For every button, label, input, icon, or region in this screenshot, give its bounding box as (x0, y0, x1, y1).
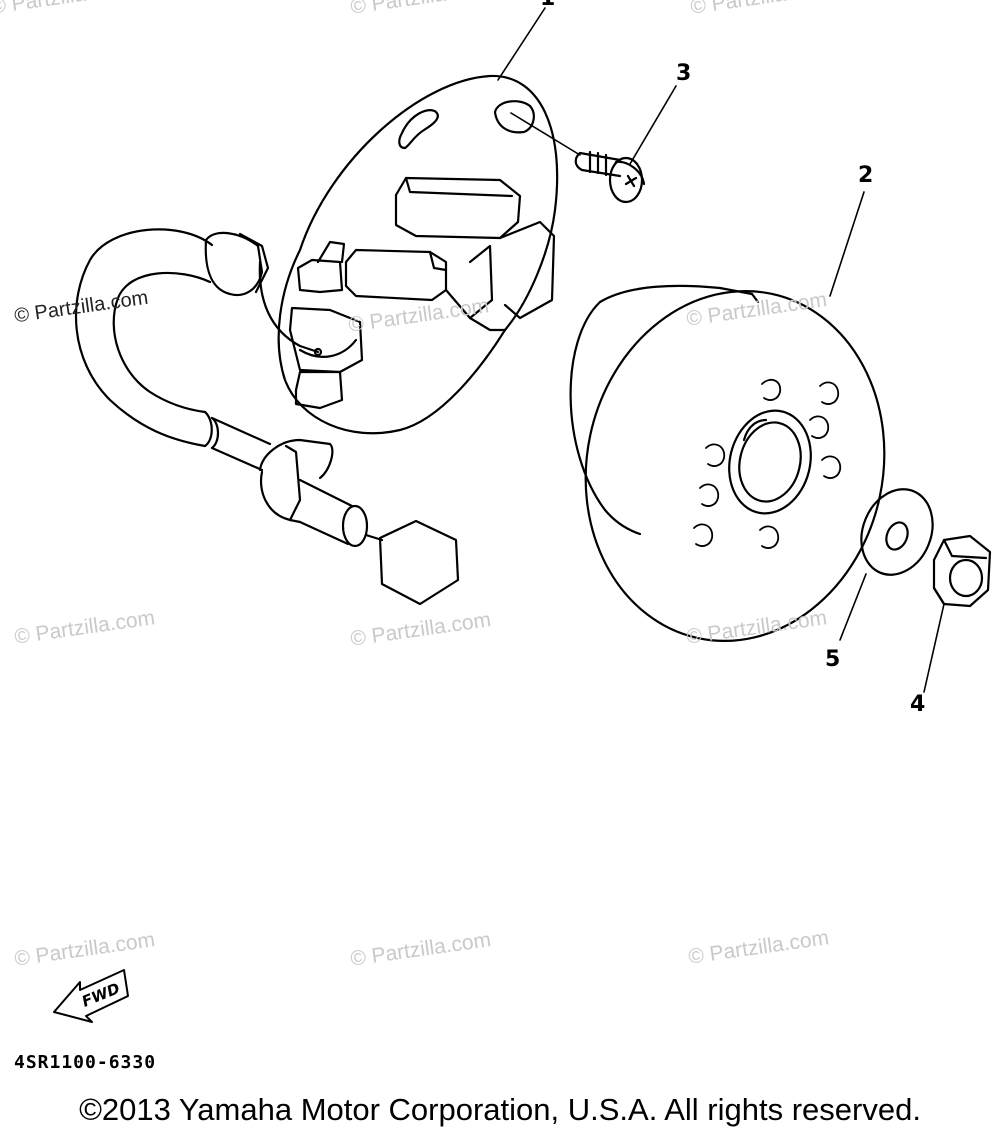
diagram-part-code: 4SR1100-6330 (14, 1052, 157, 1073)
washer (860, 488, 934, 576)
copyright-notice: ©2013 Yamaha Motor Corporation, U.S.A. A… (79, 1092, 921, 1127)
leader-lines (497, 7, 945, 693)
nut (932, 534, 992, 608)
callout-3: 3 (676, 61, 692, 86)
wire-harness (74, 228, 460, 606)
fwd-label: FWD (79, 979, 122, 1010)
callout-5: 5 (825, 647, 841, 672)
screw (574, 150, 646, 204)
callout-1: 1 (540, 0, 555, 11)
callout-2: 2 (858, 163, 874, 188)
stator-assembly (258, 74, 559, 435)
rotor (569, 284, 886, 642)
fwd-arrow-icon: FWD (53, 969, 129, 1023)
callout-4: 4 (910, 692, 926, 717)
